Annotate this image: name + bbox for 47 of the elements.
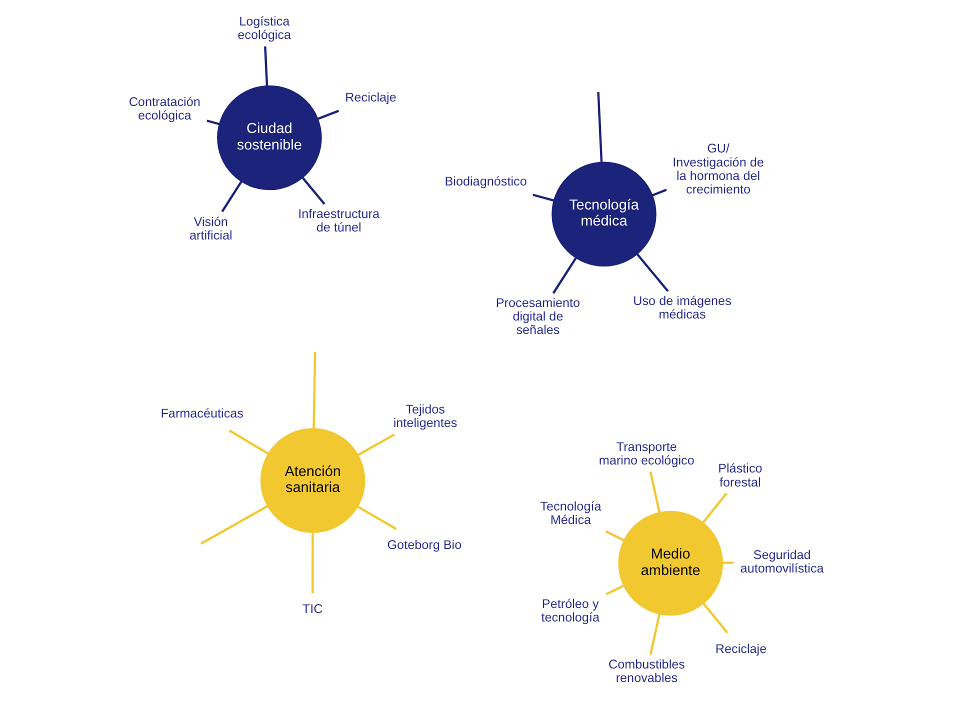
connector [311, 532, 314, 594]
node-text: Combustibles renovables [608, 657, 685, 686]
connector [228, 430, 269, 455]
connector [702, 492, 728, 524]
connector [200, 505, 268, 545]
node-circle: Ciudad sostenible [217, 85, 322, 190]
connector [532, 194, 554, 202]
node-text: Biodiagnóstico [444, 174, 527, 188]
connector [358, 433, 396, 456]
node-text: Contratación ecológica [128, 94, 200, 122]
node-text: Visión artificial [189, 214, 232, 242]
node-circle: Tecnología médica [552, 162, 656, 267]
node-text: Procesamiento digital de señales [496, 296, 580, 338]
node-text: GU/ Investigación de la hormona del crecimiento [672, 142, 764, 196]
connector [552, 258, 577, 294]
connector [652, 188, 667, 196]
node-text: Tejidos inteligentes [393, 402, 458, 430]
node-text: Reciclaje [715, 642, 767, 656]
node-text: Uso de imágenes médicas [633, 294, 732, 322]
connector [606, 584, 624, 596]
connector [597, 92, 603, 162]
node-text: Transporte marino ecológico [598, 440, 694, 468]
node-text: Plástico forestal [718, 462, 762, 490]
node-text: Farmacéuticas [160, 406, 244, 420]
node-text: Tecnología Médica [540, 500, 602, 528]
node-text: Goteborg Bio [387, 538, 462, 552]
connector [605, 530, 624, 542]
node-text: Petróleo y tecnología [541, 597, 600, 625]
node-circle: Medio ambiente [618, 510, 723, 616]
connector [649, 614, 661, 655]
connector [636, 253, 669, 292]
node-text: Seguridad automovilística [740, 548, 824, 576]
node-text: Reciclaje [345, 90, 396, 105]
connector [206, 120, 220, 126]
node-text: Infraestructura de túnel [298, 206, 380, 235]
connector [264, 46, 268, 86]
node-circle: Atención sanitaria [260, 428, 366, 533]
connector [312, 352, 316, 428]
connector [702, 602, 728, 634]
connector [221, 180, 242, 212]
node-text: TIC [302, 602, 323, 616]
connector [302, 177, 326, 205]
connector [357, 506, 397, 530]
connector [722, 562, 734, 564]
node-text: Logística ecológica [238, 14, 292, 42]
connector [318, 110, 340, 120]
connector [649, 472, 661, 513]
